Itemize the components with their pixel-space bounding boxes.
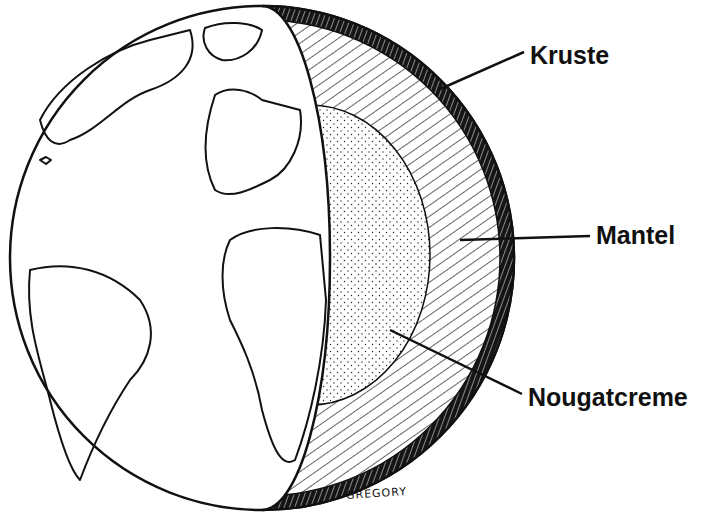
section-outline	[262, 6, 514, 510]
part-label: Mantel	[596, 222, 675, 250]
section	[9, 5, 515, 511]
part-label: Nougatcreme	[528, 384, 688, 412]
leader-lines	[390, 52, 590, 394]
signature: GREGORY	[346, 486, 408, 502]
continents	[29, 23, 326, 480]
part-label: Kruste	[530, 42, 609, 70]
globe	[10, 6, 514, 510]
